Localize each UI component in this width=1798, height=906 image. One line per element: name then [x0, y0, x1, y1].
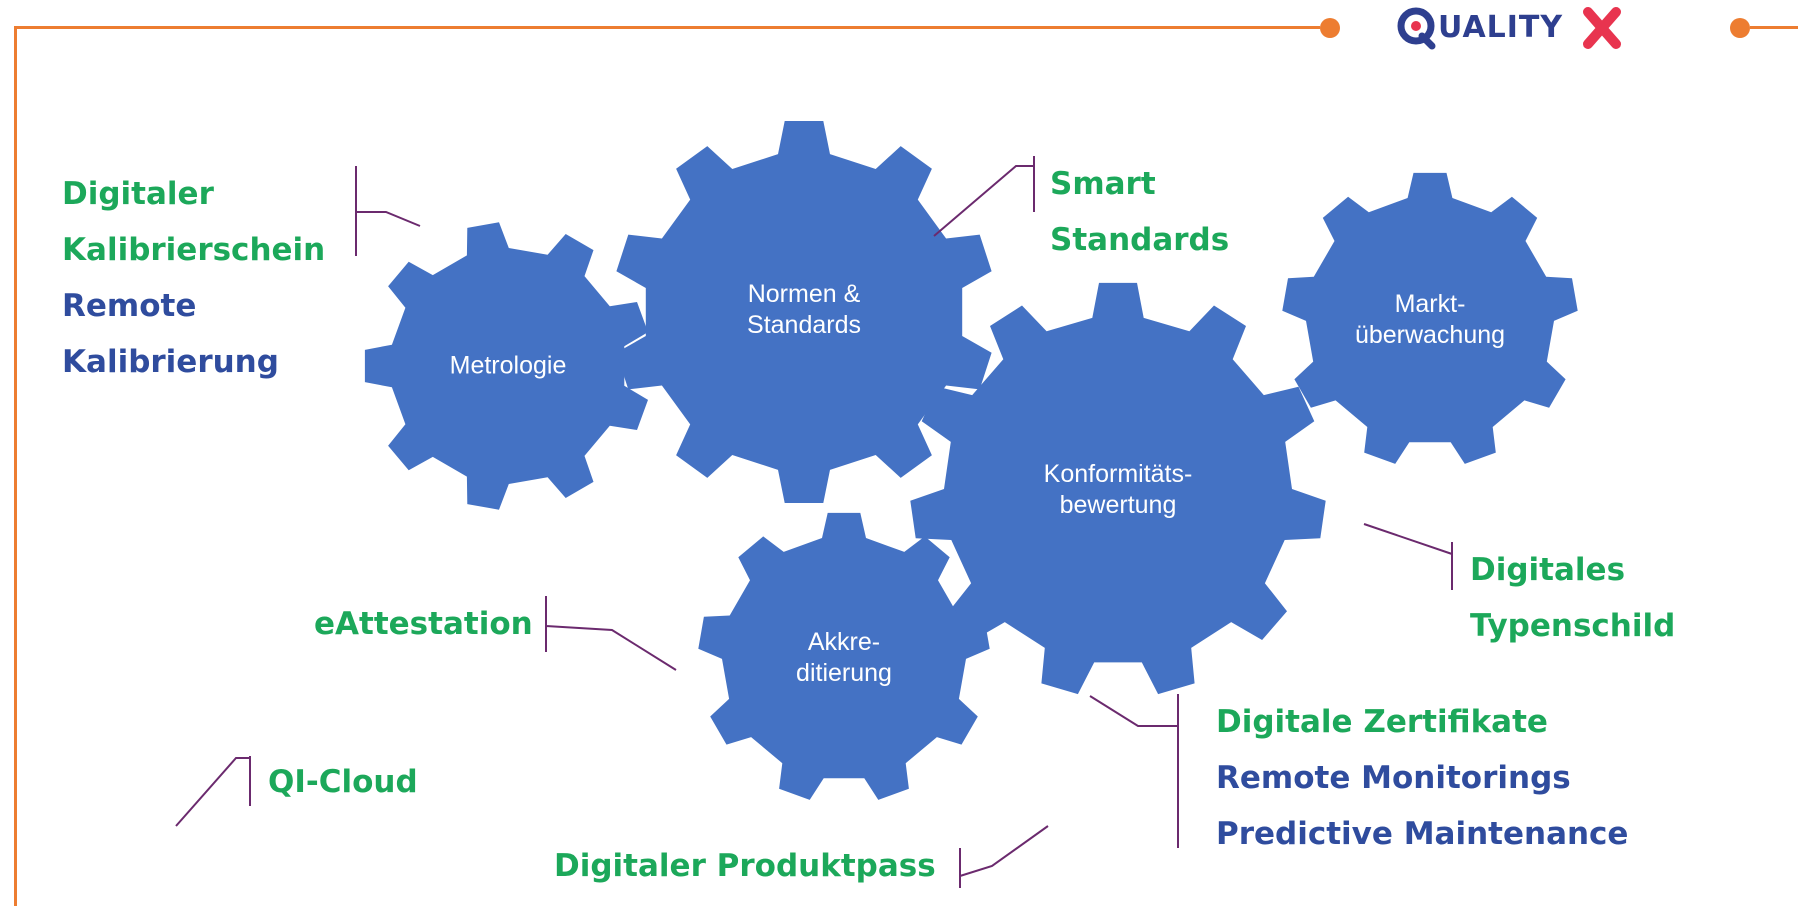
- connector-smart-standards: [933, 156, 1035, 237]
- connector-eattestation: [545, 596, 677, 671]
- connector-qi-cloud: [175, 756, 251, 827]
- label-kalibrierschein: Kalibrierschein: [62, 232, 326, 268]
- label-digitale-zertifikate: Digitale Zertifikate: [1216, 704, 1548, 740]
- connector-kalibrierschein: [355, 166, 421, 256]
- connector-produktpass: [959, 825, 1049, 888]
- label-remote-monitorings: Remote Monitorings: [1216, 760, 1571, 796]
- connector-typenschild: [1363, 523, 1453, 590]
- gear-label-metrologie: Metrologie: [449, 351, 567, 380]
- label-standards: Standards: [1050, 222, 1230, 258]
- gear-label-konformitaetsbewertung: Konformitäts- bewertung: [1043, 460, 1193, 519]
- logo-x-icon: [1583, 7, 1621, 49]
- label-typenschild: Typenschild: [1470, 608, 1676, 644]
- frame-left-line: [14, 26, 17, 906]
- label-digitaler: Digitaler: [62, 176, 214, 212]
- gear-label-marktueberwachung: Markt- überwachung: [1354, 290, 1506, 349]
- gear-label-akkreditierung: Akkre- ditierung: [796, 628, 892, 687]
- label-predictive-maintenance: Predictive Maintenance: [1216, 816, 1629, 852]
- label-digitaler-produktpass: Digitaler Produktpass: [554, 848, 936, 884]
- frame-top-line: [14, 26, 1320, 29]
- frame-dot-left: [1320, 18, 1340, 38]
- label-eattestation: eAttestation: [314, 606, 533, 642]
- label-kalibrierung: Kalibrierung: [62, 344, 279, 380]
- gear-layer: [364, 121, 1578, 800]
- connector-layer: [175, 156, 1453, 888]
- label-qi-cloud: QI-Cloud: [268, 764, 418, 800]
- logo-text: UALITY: [1438, 10, 1564, 45]
- gear-konformitaetsbewertung: [910, 282, 1326, 695]
- frame-dot-right: [1730, 18, 1750, 38]
- frame-top-right-line: [1750, 26, 1798, 29]
- logo-q-icon: [1397, 7, 1436, 50]
- label-smart: Smart: [1050, 166, 1156, 202]
- gear-normen-standards: [616, 121, 992, 503]
- gear-akkreditierung: [698, 512, 990, 800]
- gear-label-normen-standards: Normen & Standards: [747, 280, 861, 339]
- gear-marktueberwachung: [1282, 172, 1578, 464]
- connector-zertifikate: [1089, 694, 1179, 848]
- gear-metrologie: [364, 222, 648, 510]
- label-digitales: Digitales: [1470, 552, 1626, 588]
- qualityx-logo: UALITY: [1380, 2, 1640, 54]
- label-remote: Remote: [62, 288, 197, 324]
